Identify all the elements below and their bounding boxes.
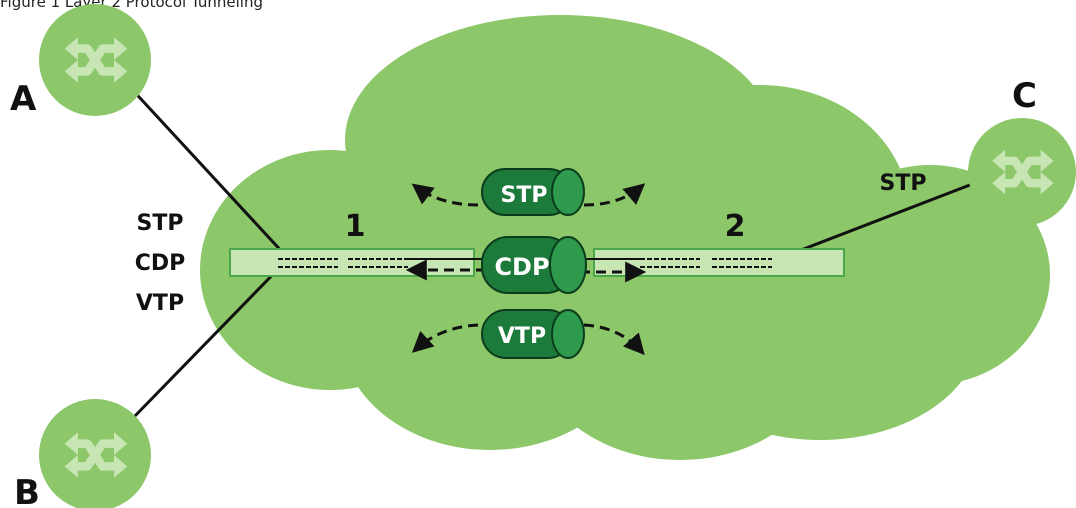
tunnel-label-vtp: VTP <box>498 324 546 349</box>
protocol-label-cdp: CDP <box>135 251 186 276</box>
port-label-2: 2 <box>725 209 746 244</box>
protocol-label-c-stp: STP <box>880 171 927 196</box>
node-label-b: B <box>14 473 40 508</box>
arrow-vtp-left <box>411 323 479 353</box>
figure-caption: Figure 1 Layer 2 Protocol Tunneling <box>0 0 263 11</box>
node-label-c: C <box>1012 76 1037 116</box>
port-label-1: 1 <box>345 209 366 244</box>
switch-node-c <box>968 118 1076 226</box>
tunnel-label-stp: STP <box>501 183 548 208</box>
tunnel-vtp: VTP <box>481 309 585 359</box>
link-b <box>131 260 287 420</box>
tunnel-label-cdp: CDP <box>494 253 549 281</box>
arrow-vtp-right <box>583 323 645 356</box>
node-label-a: A <box>10 79 37 119</box>
tunnel-cdp: CDP <box>481 236 587 294</box>
port-strip-1 <box>229 248 475 277</box>
arrow-stp-right <box>583 183 646 207</box>
network-cloud <box>200 15 1050 460</box>
protocol-label-stp: STP <box>137 211 184 236</box>
link-a <box>126 83 287 257</box>
protocol-label-vtp: VTP <box>136 291 184 316</box>
switch-node-a <box>39 4 151 116</box>
arrow-stp-left <box>411 183 479 207</box>
tunnel-stp: STP <box>481 168 585 216</box>
switch-node-b <box>39 399 151 508</box>
